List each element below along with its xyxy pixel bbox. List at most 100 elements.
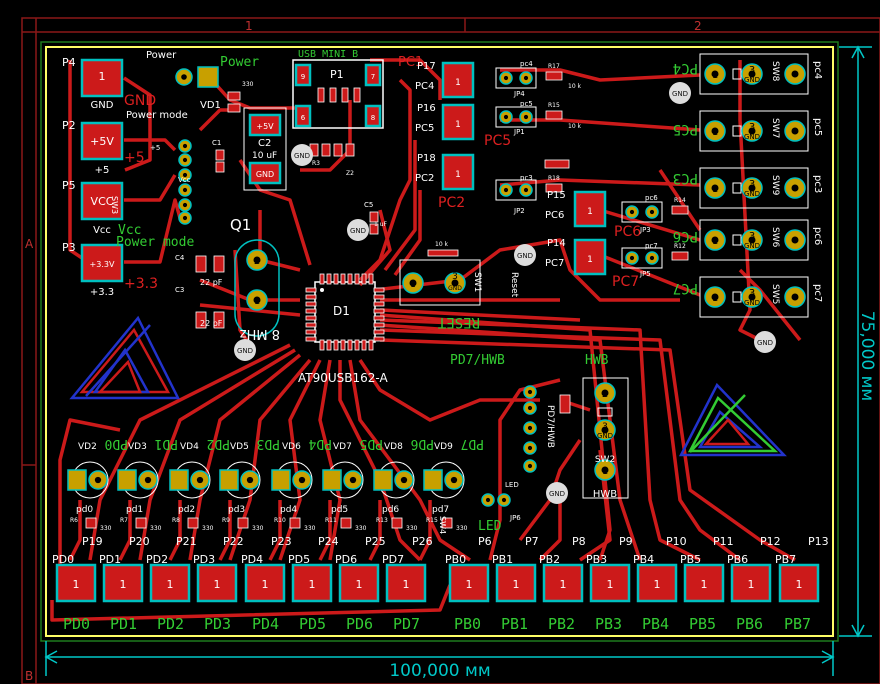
switch-SW9-gap [732,182,742,194]
pd-header-3-pad[interactable] [196,563,238,603]
logo-left [69,315,181,400]
pd-header-0-pad[interactable] [55,563,97,603]
pb-header-2-copper-label: PB2 [548,615,575,633]
pc-header-pc2-pad[interactable] [441,153,475,191]
c2-neg-pad[interactable] [248,161,282,185]
c5-ref: C5 [364,201,373,209]
pc-header-pc6-pad[interactable] [573,190,607,228]
z2-pad [345,143,355,157]
sheet-row-a: A [25,237,34,251]
pb-header-4-pad[interactable] [636,563,678,603]
jp-pc7-outline [621,247,663,269]
led-VD5-r-ref: R9 [222,517,230,524]
pb-header-2-pad[interactable] [542,563,584,603]
led-VD6-pad-a[interactable] [271,469,291,491]
trace [318,500,332,561]
mcu-pin1-dot [320,288,324,292]
pb-header-3-pad[interactable] [589,563,631,603]
pc-header-pc2-name: PC2 [415,173,434,184]
pd-header-4-pad[interactable] [244,563,286,603]
switch-SW9-pad-3-hole [748,184,756,192]
pb-header-5-ref: P11 [713,535,734,548]
power-header-p2-pad[interactable] [80,121,124,161]
trace [208,76,300,110]
led-VD5-pad-a[interactable] [219,469,239,491]
pc-header-pc7-pad[interactable] [573,238,607,276]
usb-ref: P1 [330,68,344,81]
pc-header-pc4-pad[interactable] [441,61,475,99]
pb-header-5-pad[interactable] [683,563,725,603]
switch-SW8-net: pc4 [812,61,823,79]
pc-header-pc4-pin: 1 [455,78,461,88]
pb-header-6-pad[interactable] [730,563,772,603]
pd-header-0-name: PD0 [52,553,74,566]
mcu-pin-bottom-4 [347,339,353,351]
led-VD5-r-value: 330 [252,525,264,532]
led-VD9-pad-a[interactable] [423,469,443,491]
mcu-pin-left-4 [305,315,317,321]
led-VD8-pad-a[interactable] [373,469,393,491]
power-header-p3-pad[interactable] [80,243,124,283]
led-pd-copper-label-2: PD2 [207,436,230,451]
pb-header-0-pin: 1 [466,578,473,591]
gnd-marker-label-1: GND [294,152,310,160]
mcu-pin-bottom-2 [333,339,339,351]
pd-header-2-pad[interactable] [149,563,191,603]
led-VD2-pad-a[interactable] [67,469,87,491]
c4-pad-a [195,255,207,273]
usb-shield-pad-0[interactable] [294,63,312,87]
pb-header-0-pad[interactable] [448,563,490,603]
pd-header-2-copper-label: PD2 [157,615,184,633]
gnd-marker-label-2: GND [350,227,366,235]
pd7-header-label: PD7/HWB [545,405,555,448]
pc-header-pc5-pad[interactable] [441,103,475,141]
res-pc5-value: 10 k [568,123,582,130]
mcu-pin-left-5 [305,322,317,328]
led-VD3-pad-a[interactable] [117,469,137,491]
res-pc6 [671,205,689,215]
pc-header-pc5-ref: P16 [417,103,436,114]
c1-pad-a [215,149,225,161]
led-VD6-net: pd4 [280,505,297,515]
pd-header-5-pad[interactable] [291,563,333,603]
led-label: LED [505,481,519,489]
switch-SW6-pin-1: 1 [712,236,718,247]
c2-pos-pad[interactable] [248,113,282,137]
switch-SW5-copper-label: PC7 [673,280,698,296]
crystal-pad-2-hole [253,296,261,304]
usb-shield-pad-2[interactable] [294,104,312,128]
vd1-pad-1-hole [181,74,187,80]
led-VD4-pad-a[interactable] [169,469,189,491]
trace [50,584,452,622]
pb-header-6-name: PB6 [727,553,748,566]
led-VD6-pad-k-hole [298,476,306,484]
pd-header-7-pad[interactable] [385,563,427,603]
pd-header-1-pad[interactable] [102,563,144,603]
power-header-p5-pad[interactable] [80,181,124,221]
gnd-marker-1 [291,144,313,166]
power-header-p4-pad[interactable] [80,58,124,98]
usb-shield-pad-1[interactable] [364,63,382,87]
jp-pc6-ref: JP3 [639,226,651,234]
pb-header-1-ref: P7 [525,535,539,548]
vd1-pad-2[interactable] [197,66,219,88]
c3-value: 22 pF [200,319,223,328]
trace [268,500,282,561]
trace [393,190,422,277]
pb-header-1-pad[interactable] [495,563,537,603]
gnd-marker-label-5: GND [757,339,773,347]
pb-header-7-pad[interactable] [778,563,820,603]
led-VD7-r-ref: R11 [325,517,337,524]
power-header-p4-ref: P4 [62,56,76,69]
trace [168,500,182,561]
switch-SW7-pin-gnd: GND [744,133,760,141]
mcu-pin-top-6 [361,273,367,285]
r2-pad [227,103,241,113]
jp-pc2-pad-1-hole [503,187,509,193]
led-VD7-pad-a[interactable] [322,469,342,491]
usb-shield-pad-3[interactable] [364,104,382,128]
c2-value: 10 uF [252,151,277,161]
pd-header-6-pad[interactable] [338,563,380,603]
